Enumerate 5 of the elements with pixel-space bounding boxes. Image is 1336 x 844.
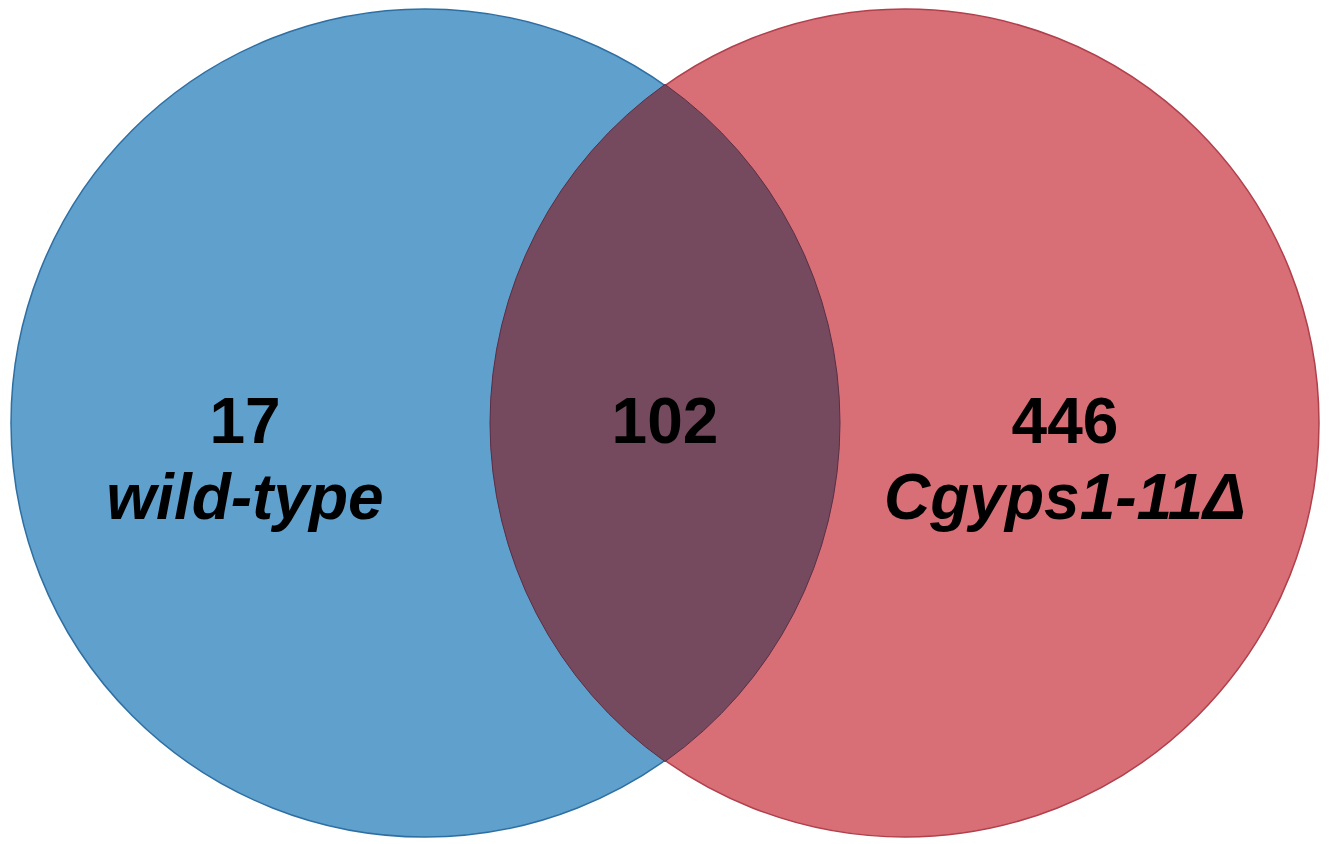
count-label: 17 [209,384,281,459]
count-label: 446 [1011,384,1119,459]
count-label: 102 [611,384,719,459]
set-label: Cgyps1-11Δ [884,460,1246,535]
set-label: wild-type [106,460,384,535]
